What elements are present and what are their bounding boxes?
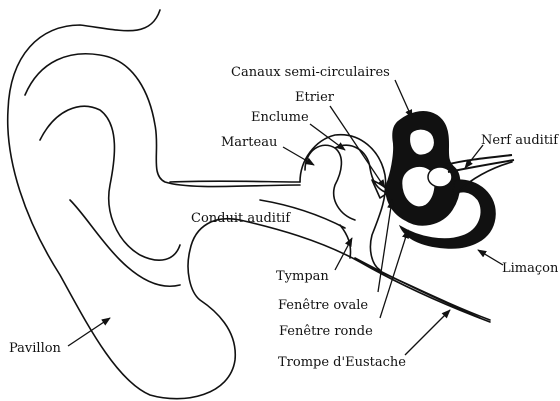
leader-trompe <box>405 310 450 355</box>
label-trompe: Trompe d'Eustache <box>278 355 406 370</box>
label-nerf: Nerf auditif <box>481 133 559 148</box>
leader-nerf <box>465 145 483 168</box>
leader-marteau <box>283 147 314 165</box>
label-etrier: Etrier <box>295 90 335 105</box>
label-fenetre-ronde: Fenêtre ronde <box>279 324 373 339</box>
semicircular-canals <box>386 112 460 226</box>
label-enclume: Enclume <box>251 110 309 125</box>
vestibule-oval <box>428 167 452 187</box>
middle-ear-outline <box>300 135 386 270</box>
leader-limacon <box>478 250 503 265</box>
label-pavillon: Pavillon <box>9 341 62 356</box>
label-marteau: Marteau <box>221 135 277 150</box>
label-conduit: Conduit auditif <box>191 211 291 226</box>
leader-tympan <box>335 238 352 270</box>
label-fenetre-ovale: Fenêtre ovale <box>278 298 368 313</box>
label-canaux: Canaux semi-circulaires <box>231 65 390 80</box>
ear-canal-upper <box>170 181 300 182</box>
leader-canaux <box>395 80 412 118</box>
auditory-nerve <box>445 155 512 165</box>
antihelix <box>40 106 180 260</box>
label-tympan: Tympan <box>276 269 329 284</box>
hammer-shape <box>305 145 355 220</box>
label-limacon: Limaçon <box>502 261 559 276</box>
anvil-shape <box>335 145 385 192</box>
leader-pavillon <box>68 318 110 346</box>
